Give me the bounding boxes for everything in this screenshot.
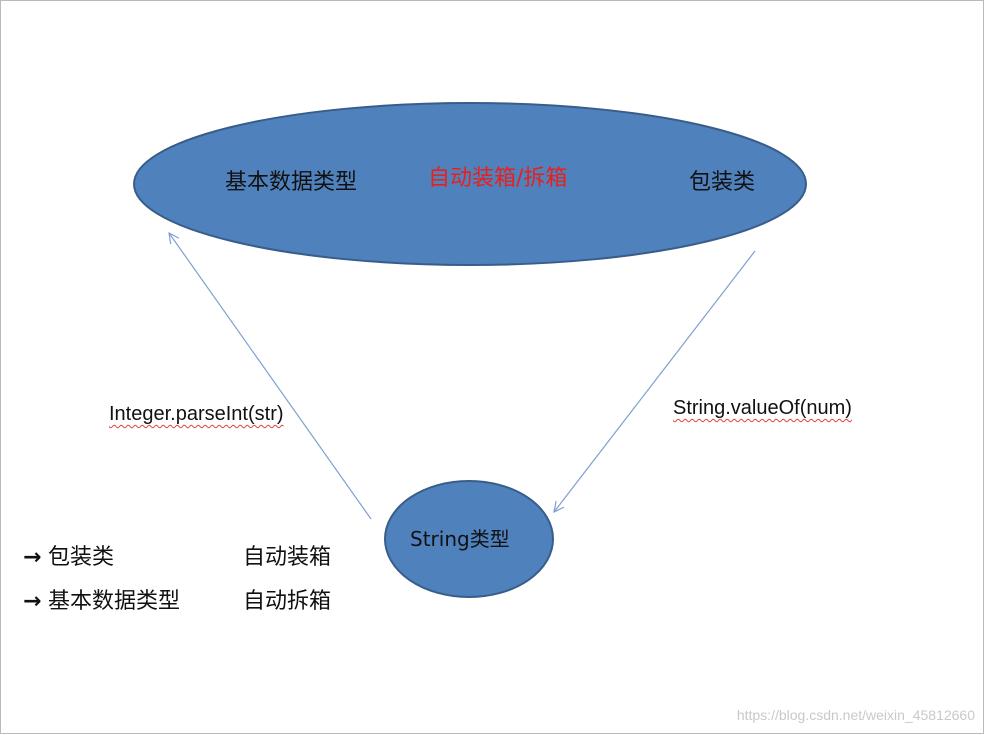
parse-int-arrow [169, 233, 372, 520]
legend-action-label: 自动装箱 [243, 545, 332, 570]
legend-arrow-icon: → [23, 589, 42, 614]
legend-target-label: 基本数据类型 [48, 589, 181, 614]
parse-int-label: Integer.parseInt(str) [109, 403, 284, 425]
primitive-wrapper-ellipse [133, 102, 807, 266]
value-of-label: String.valueOf(num) [673, 397, 852, 419]
value-of-arrow [554, 250, 756, 512]
autoboxing-label: 自动装箱/拆箱 [428, 166, 568, 191]
legend-action-label: 自动拆箱 [243, 589, 332, 614]
wrapper-class-label: 包装类 [689, 170, 756, 195]
legend-target-label: 包装类 [48, 545, 115, 570]
watermark: https://blog.csdn.net/weixin_45812660 [736, 707, 975, 723]
legend-arrow-icon: → [23, 545, 42, 570]
string-type-label: String类型 [410, 527, 510, 551]
string-type-ellipse [384, 480, 554, 598]
primitive-type-label: 基本数据类型 [225, 170, 358, 195]
